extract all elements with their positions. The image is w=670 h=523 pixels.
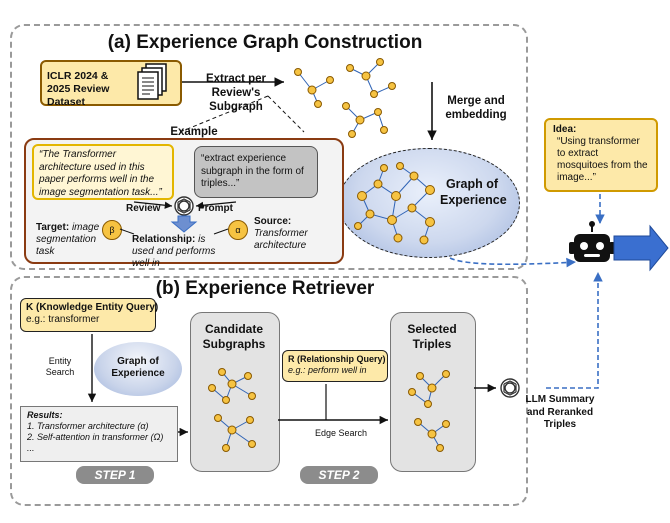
prompt-label: Prompt <box>198 203 233 214</box>
r-query-label: R (Relationship Query) <box>288 354 386 364</box>
relationship-label: Relationship: <box>132 234 196 245</box>
target-block: Target: image segmentation task <box>36 222 108 258</box>
edge-search-label: Edge Search <box>314 428 368 438</box>
beta-node: β <box>102 220 122 240</box>
relationship-value: is used and performs well in <box>132 234 216 269</box>
k-query-label: K (Knowledge Entity Query) <box>26 302 159 313</box>
candidate-subgraphs-title: Candidate Subgraphs <box>202 322 266 351</box>
idea-label: Idea: <box>553 124 577 135</box>
k-query-example: e.g.: transformer <box>26 314 100 325</box>
beta-symbol: β <box>109 225 115 235</box>
r-query-example: e.g.: perform well in <box>288 365 367 375</box>
big-output-arrow <box>613 224 669 272</box>
target-label: Target: <box>36 222 70 233</box>
results-box: Results: 1. Transformer architecture (α)… <box>20 406 178 462</box>
results-item-1: 1. Transformer architecture (α) <box>27 421 149 431</box>
source-label: Source: <box>254 216 292 227</box>
step-1-badge: STEP 1 <box>76 466 154 484</box>
panel-a-title: (a) Experience Graph Construction <box>107 32 423 53</box>
merge-label: Merge and embedding <box>445 95 507 121</box>
llm-summary-label: LLM Summary and Reranked Triples <box>525 394 595 430</box>
results-item-3: ... <box>27 443 35 453</box>
dashed-arrow-llm-to-robot <box>546 272 603 389</box>
r-query-box: R (Relationship Query) e.g.: perform wel… <box>282 350 388 382</box>
source-value: Transformer architecture <box>254 228 308 251</box>
alpha-node: α <box>228 220 248 240</box>
step-2-badge: STEP 2 <box>300 466 378 484</box>
alpha-symbol: α <box>235 225 241 235</box>
review-label: Review <box>126 203 161 214</box>
idea-box: Idea: “Using transformer to extract mosq… <box>544 118 658 192</box>
source-block: Source: Transformer architecture <box>254 216 320 252</box>
robot-icon <box>569 221 615 262</box>
relationship-block: Relationship: is used and performs well … <box>132 234 228 270</box>
panel-b-title: (b) Experience Retriever <box>155 278 375 299</box>
k-query-box: K (Knowledge Entity Query) e.g.: transfo… <box>20 298 159 332</box>
retriever-graph-label: Graph of Experience <box>111 356 165 379</box>
dataset-label: ICLR 2024 & 2025 Review Dataset <box>47 70 110 108</box>
target-value: image segmentation task <box>36 222 100 257</box>
prompt-quote-box: “extract experience subgraph in the form… <box>194 146 318 198</box>
entity-search-label: Entity Search <box>45 356 75 377</box>
idea-text: “Using transformer to extract mosquitoes… <box>557 136 648 183</box>
results-label: Results: <box>27 410 63 420</box>
graph-of-experience-label: Graph of Experience <box>440 177 507 207</box>
selected-triples-title: Selected Triples <box>407 322 457 351</box>
review-quote-box: “The Transformer architecture used in th… <box>32 144 174 200</box>
results-item-2: 2. Self-attention in transformer (Ω) <box>27 432 164 442</box>
extract-label: Extract per Review's Subgraph <box>205 73 267 113</box>
retriever-graph-ellipse <box>94 342 182 396</box>
document-stack-icon <box>137 63 167 100</box>
